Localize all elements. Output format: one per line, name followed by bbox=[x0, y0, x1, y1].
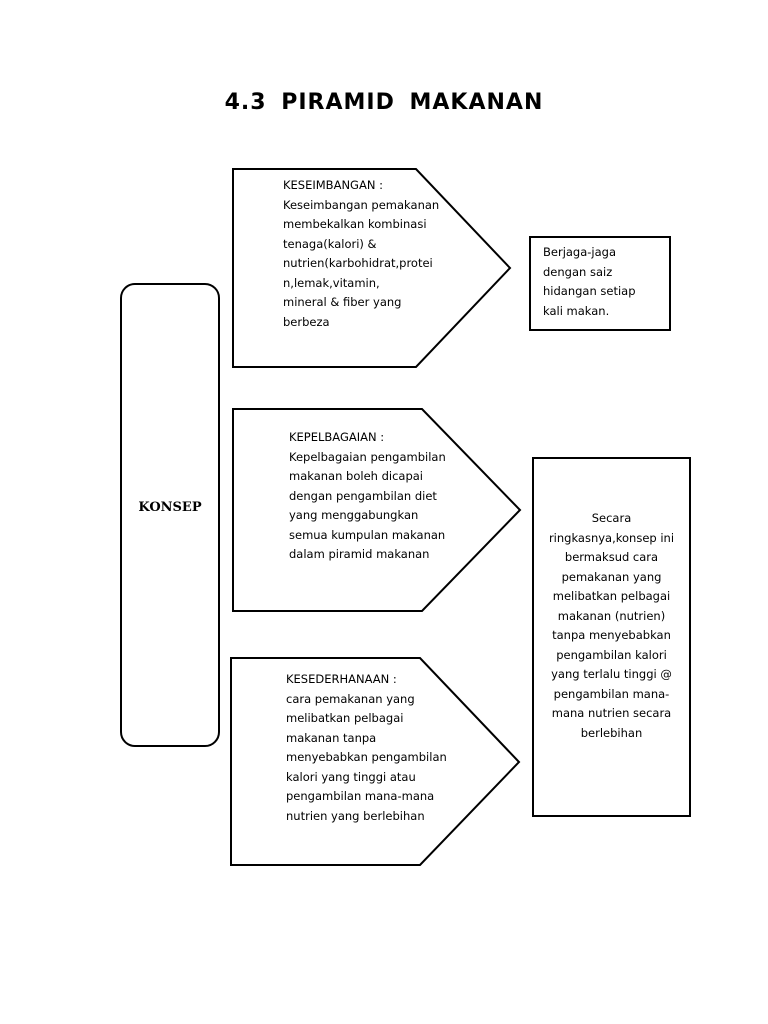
keseimbangan-content: KESEIMBANGAN : Keseimbangan pemakanan me… bbox=[283, 176, 448, 332]
kepelbagaian-bullet-1: Kepelbagaian pengambilan makanan boleh d… bbox=[289, 448, 457, 565]
kepelbagaian-heading: KEPELBAGAIAN : bbox=[289, 430, 385, 444]
summary-text: Secara ringkasnya,konsep ini bermaksud c… bbox=[548, 511, 675, 740]
page-title: 4.3 PIRAMID MAKANAN bbox=[224, 90, 544, 115]
keseimbangan-bullets: Keseimbangan pemakanan membekalkan kombi… bbox=[283, 196, 448, 333]
portion-note-text: Berjaga-jaga dengan saiz hidangan setiap… bbox=[543, 245, 636, 318]
keseimbangan-heading: KESEIMBANGAN : bbox=[283, 178, 383, 192]
kesederhanaan-bullets: cara pemakanan yang melibatkan pelbagai … bbox=[286, 690, 458, 827]
keseimbangan-bullet-1: Keseimbangan pemakanan membekalkan kombi… bbox=[283, 196, 448, 294]
konsep-label: KONSEP bbox=[138, 500, 202, 515]
keseimbangan-bullet-2: mineral & fiber yang berbeza bbox=[283, 293, 448, 332]
kepelbagaian-bullets: Kepelbagaian pengambilan makanan boleh d… bbox=[289, 448, 457, 565]
summary-box bbox=[532, 457, 691, 817]
konsep-box bbox=[120, 283, 220, 747]
kepelbagaian-content: KEPELBAGAIAN : Kepelbagaian pengambilan … bbox=[289, 428, 457, 565]
kesederhanaan-bullet-1: cara pemakanan yang melibatkan pelbagai … bbox=[286, 690, 458, 827]
kesederhanaan-heading: KESEDERHANAAN : bbox=[286, 672, 397, 686]
portion-note-box bbox=[529, 236, 671, 331]
kesederhanaan-content: KESEDERHANAAN : cara pemakanan yang meli… bbox=[286, 670, 458, 826]
